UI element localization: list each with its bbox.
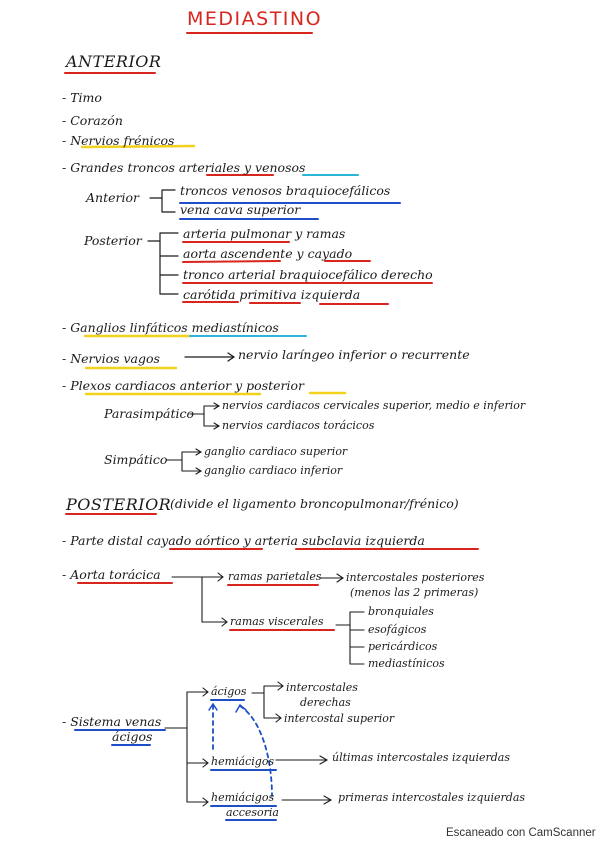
- simpatico-line-1: ganglio cardiaco superior: [204, 445, 348, 458]
- intercostales-posteriores: intercostales posteriores: [346, 571, 485, 584]
- ramas-viscerales: ramas viscerales: [230, 615, 324, 628]
- acigos-label: ácigos: [211, 685, 247, 698]
- posterior-line-2: aorta ascendente y cayado: [183, 246, 353, 261]
- dashed-connection-2: [239, 705, 273, 797]
- visceral-pericardicos: pericárdicos: [368, 640, 438, 653]
- hemiacigos-accesoria-label-2: accesoria: [226, 806, 279, 819]
- item-nervios-frenicos: - Nervios frénicos: [62, 133, 175, 148]
- posterior-line-3: tronco arterial braquiocefálico derecho: [183, 267, 433, 282]
- item-aorta-toracica: - Aorta torácica: [62, 567, 161, 582]
- hemiacigos-accesoria-target: primeras intercostales izquierdas: [338, 791, 526, 804]
- label-parasimpatico: Parasimpático: [104, 406, 194, 421]
- simpatico-line-2: ganglio cardiaco inferior: [204, 464, 343, 477]
- vagos-arrow: [184, 352, 236, 362]
- visceral-mediastinicos: mediastínicos: [368, 657, 445, 670]
- label-simpatico: Simpático: [104, 452, 168, 467]
- anterior-heading: ANTERIOR: [66, 52, 162, 71]
- ramas-parietales: ramas parietales: [228, 570, 322, 583]
- scanner-watermark: Escaneado con CamScanner: [446, 827, 596, 839]
- item-parte-distal: - Parte distal cayado aórtico y arteria …: [62, 533, 425, 548]
- anterior-line-1: troncos venosos braquiocefálicos: [180, 183, 391, 198]
- item-grandes-troncos: - Grandes troncos arteriales y venosos: [62, 160, 306, 175]
- item-timo: - Timo: [62, 90, 102, 105]
- hemiacigos-target: últimas intercostales izquierdas: [332, 751, 511, 764]
- nervios-frenicos-underline: [80, 144, 196, 149]
- posterior-heading: POSTERIOR: [66, 495, 172, 514]
- acigos-intercostales: intercostales: [286, 681, 358, 694]
- item-plexos: - Plexos cardiacos anterior y posterior: [62, 378, 305, 393]
- visceral-bronquiales: bronquiales: [368, 605, 434, 618]
- posterior-line-1: arteria pulmonar y ramas: [183, 226, 346, 241]
- posterior-heading-note: (divide el ligamento broncopulmonar/frén…: [170, 496, 459, 511]
- posterior-line-4: carótida primitiva izquierda: [183, 287, 361, 302]
- menos-primeras: (menos las 2 primeras): [350, 586, 479, 599]
- acigos-derechas: derechas: [300, 696, 351, 709]
- acigos-intercostal-superior: intercostal superior: [284, 712, 395, 725]
- vagos-target: nervio laríngeo inferior o recurrente: [238, 347, 470, 362]
- parasimpatico-line-2: nervios cardiacos torácicos: [222, 419, 375, 432]
- item-nervios-vagos: - Nervios vagos: [62, 351, 160, 366]
- sistema-bracket: [164, 687, 209, 807]
- visceral-esofagicos: esofágicos: [368, 623, 427, 636]
- hemiacigos-accesoria-label: hemiácigos: [211, 791, 275, 804]
- aorta-bracket: [171, 572, 228, 627]
- page-title: MEDIASTINO: [187, 8, 323, 30]
- anterior-line-2: vena cava superior: [180, 202, 301, 217]
- hemiacigos-label: hemiácigos: [211, 755, 275, 768]
- anterior-bracket: [149, 189, 176, 213]
- item-corazon: - Corazón: [62, 113, 123, 128]
- parasimpatico-line-1: nervios cardiacos cervicales superior, m…: [222, 399, 526, 412]
- label-posterior: Posterior: [84, 233, 142, 248]
- posterior-bracket: [147, 232, 179, 295]
- label-anterior: Anterior: [86, 190, 139, 205]
- item-sistema-venas: - Sistema venas: [62, 714, 162, 729]
- item-ganglios: - Ganglios linfáticos mediastínicos: [62, 320, 279, 335]
- item-sistema-acigos: ácigos: [112, 729, 153, 744]
